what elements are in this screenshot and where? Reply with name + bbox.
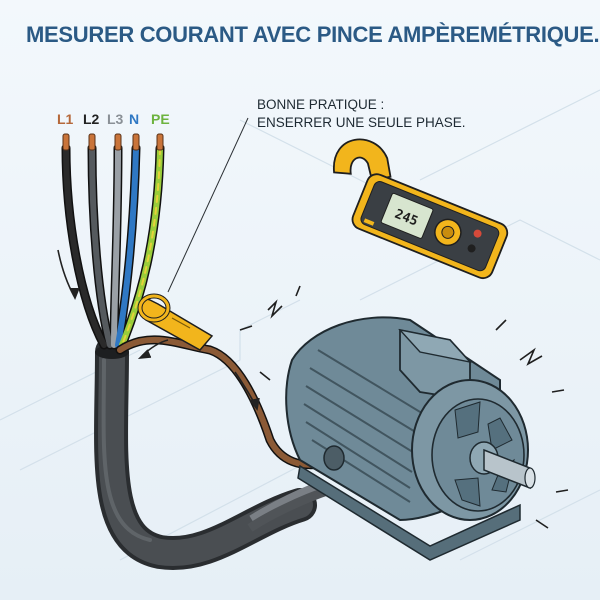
wire-label-pe: PE bbox=[151, 111, 170, 127]
callout-line-1: BONNE PRATIQUE : bbox=[257, 97, 385, 112]
callout-leader bbox=[167, 117, 249, 293]
wire-l1 bbox=[63, 145, 107, 348]
page-title: MESURER COURANT AVEC PINCE AMPÈREMÉTRIQU… bbox=[26, 22, 600, 47]
electric-motor bbox=[285, 316, 536, 561]
wire-n bbox=[115, 145, 139, 348]
wire-label-l2: L2 bbox=[83, 111, 100, 127]
cable bbox=[94, 335, 332, 571]
wire-l3 bbox=[111, 145, 121, 348]
flow-arrows bbox=[57, 249, 260, 411]
clamp-on-wire bbox=[137, 293, 214, 351]
vibration-marks bbox=[239, 285, 569, 529]
conductors bbox=[61, 143, 335, 470]
clamp-meter: 245 bbox=[333, 138, 509, 280]
wire-label-n: N bbox=[129, 111, 139, 127]
wire-label-l1: L1 bbox=[57, 111, 74, 127]
copper-tips bbox=[62, 133, 164, 151]
callout-line-2: ENSERRER UNE SEULE PHASE. bbox=[257, 115, 466, 130]
wire-brown-phase bbox=[117, 336, 333, 468]
best-practice-callout: BONNE PRATIQUE : ENSERRER UNE SEULE PHAS… bbox=[257, 96, 466, 132]
wire-l2 bbox=[89, 145, 113, 348]
wire-labels: L1 L2 L3 N PE bbox=[57, 111, 170, 127]
wire-label-l3: L3 bbox=[107, 111, 124, 127]
